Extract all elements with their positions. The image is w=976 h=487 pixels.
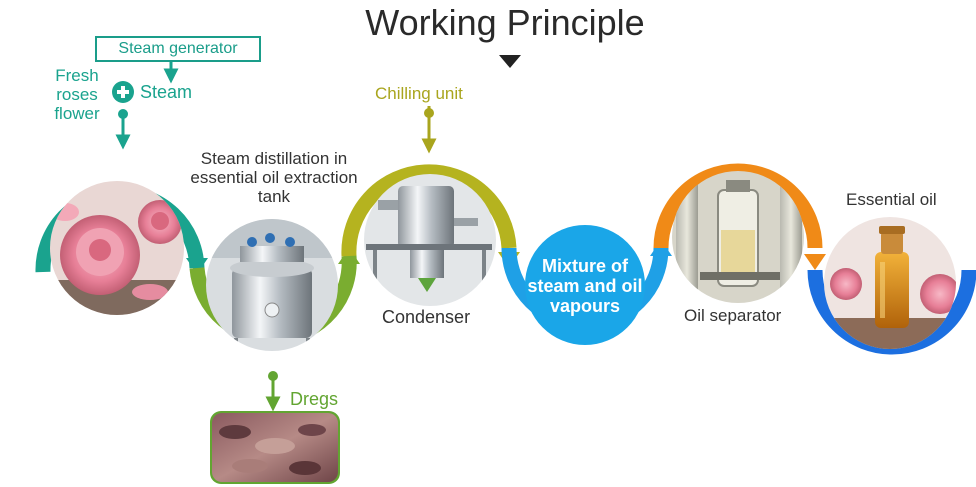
condenser-label: Condenser [382, 307, 471, 327]
essential-oil-label: Essential oil [846, 190, 937, 209]
fresh-roses-label: Fresh roses flower [54, 66, 100, 124]
essential-oil-photo [824, 217, 956, 349]
mixture-label: Mixture of steam and oil vapours [527, 256, 643, 317]
steam-label: Steam [140, 82, 193, 102]
steam-generator-label: Steam generator [95, 36, 261, 62]
dregs-node [268, 371, 278, 381]
title-pointer-icon [499, 55, 521, 68]
dregs-label: Dregs [290, 389, 339, 409]
mixture-disc [525, 225, 645, 345]
oil-separator-label: Oil separator [684, 306, 782, 325]
dregs-photo [210, 411, 340, 484]
plus-icon [112, 81, 134, 103]
condenser-arc [341, 164, 517, 257]
feed-node [118, 109, 128, 119]
condenser-photo [364, 174, 496, 306]
tank-label: Steam distillation in essential oil extr… [190, 149, 358, 207]
chilling-unit-label: Chilling unit [375, 84, 463, 103]
separator-arrowhead-icon [804, 254, 826, 270]
rose-photo [50, 181, 184, 315]
separator-photo [672, 171, 804, 303]
raw-arrowhead-icon [186, 258, 208, 274]
page-title: Working Principle [365, 2, 645, 43]
